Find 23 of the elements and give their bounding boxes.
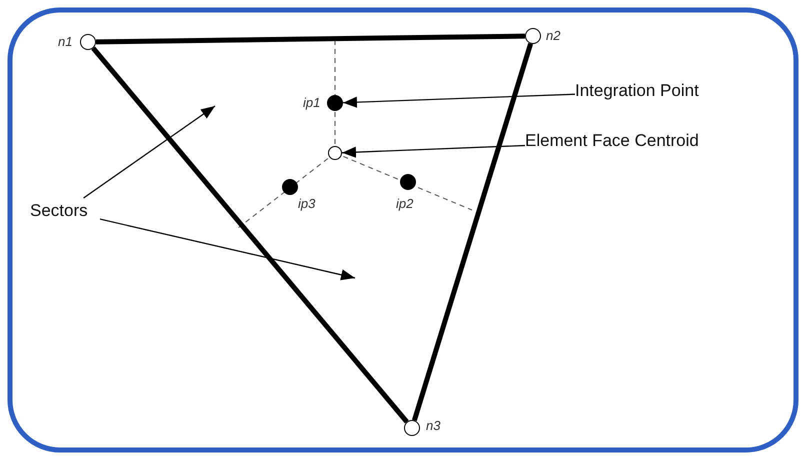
point-label: ip2 (396, 196, 414, 212)
callout-text: Integration Point (575, 80, 699, 102)
callout-text: Element Face Centroid (525, 130, 699, 152)
integration-point-dot (327, 95, 343, 111)
node-circle (328, 146, 342, 160)
node-circle (525, 28, 541, 44)
leader-arrow (83, 106, 216, 198)
callout-text: Sectors (30, 200, 88, 222)
point-label: n3 (426, 418, 440, 434)
point-label: ip1 (303, 95, 320, 111)
node-circle (404, 420, 420, 436)
point-label: n1 (58, 34, 72, 50)
node-circle (80, 34, 96, 50)
leader-arrow (342, 94, 576, 108)
leader-arrow (100, 218, 356, 280)
integration-point-dot (400, 174, 416, 190)
element-edge-line (412, 42, 534, 422)
integration-point-dot (282, 179, 298, 195)
leader-arrow (342, 144, 526, 158)
point-label: n2 (546, 28, 560, 44)
element-edge-line (96, 34, 526, 44)
point-label: ip3 (298, 196, 316, 212)
element-edge-line (91, 46, 409, 424)
